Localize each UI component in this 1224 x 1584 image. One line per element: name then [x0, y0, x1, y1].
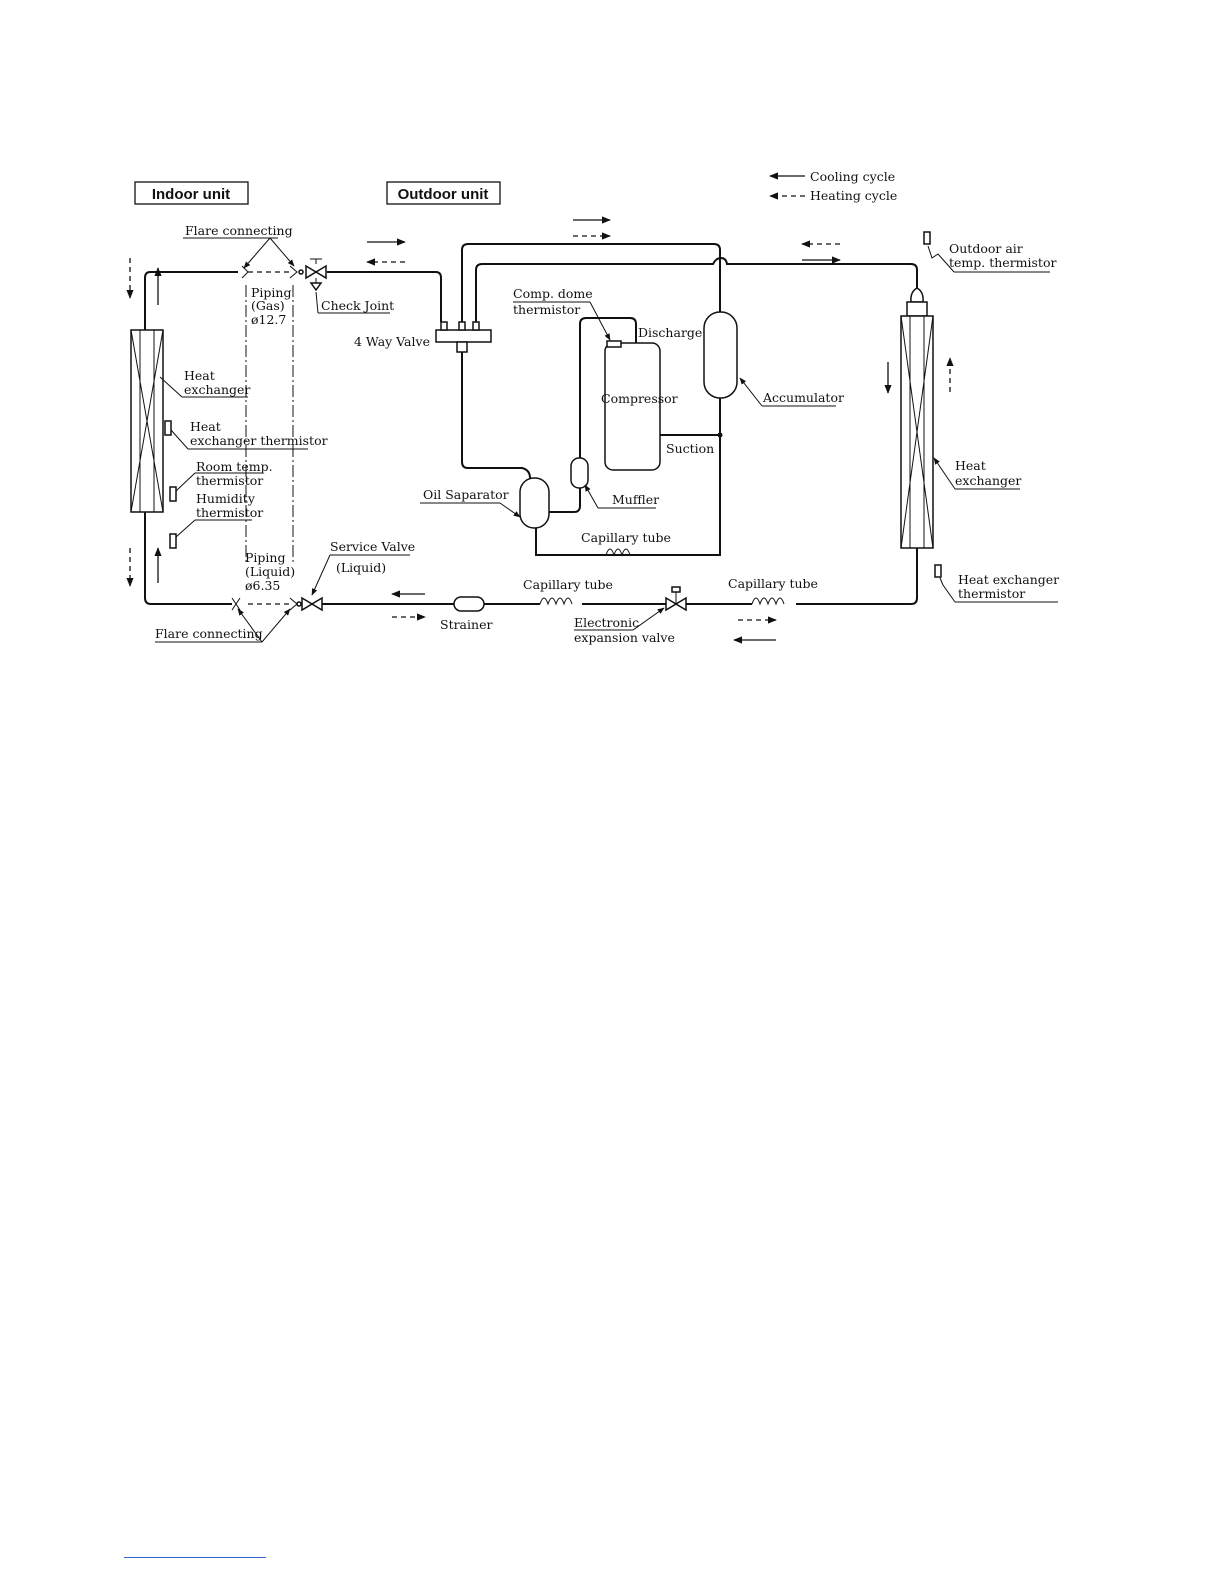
- svg-text:Indoor unit: Indoor unit: [152, 186, 230, 203]
- oil-separator-label: Oil Saparator: [423, 487, 509, 502]
- indoor-hx-label-2: exchanger: [184, 382, 250, 397]
- check-joint-label: Check Joint: [321, 298, 394, 313]
- legend-heating-label: Heating cycle: [810, 188, 897, 203]
- compressor: [604, 342, 661, 471]
- piping-gas-label-3: ø12.7: [251, 312, 286, 327]
- outdoor-air-thermistor-sensor: [923, 231, 931, 245]
- service-valve-label-1: Service Valve: [330, 539, 415, 554]
- compressor-label: Compressor: [601, 391, 678, 406]
- svg-text:Outdoor unit: Outdoor unit: [398, 186, 489, 203]
- outdoor-top-pipe: [461, 243, 721, 322]
- comp-dome-label-1: Comp. dome: [513, 286, 593, 301]
- flare-liquid-indoor: [231, 597, 241, 611]
- outdoor-hx-thermistor-sensor: [934, 564, 942, 578]
- indoor-heat-exchanger: [130, 329, 164, 513]
- electronic-valve-label-2: expansion valve: [574, 630, 675, 645]
- flow-arrows: [126, 216, 954, 644]
- indoor-hx-label-1: Heat: [184, 368, 215, 383]
- leader-lines: [155, 237, 1058, 643]
- check-joint: [309, 282, 323, 292]
- muffler-label: Muffler: [612, 492, 659, 507]
- room-temp-label-1: Room temp.: [196, 459, 273, 474]
- humidity-label-2: thermistor: [196, 505, 263, 520]
- footer-rule: [124, 1557, 266, 1558]
- outdoor-air-label-2: temp. thermistor: [949, 255, 1056, 270]
- piping-liquid-label-2: (Liquid): [245, 564, 295, 579]
- capillary-tube-left-label: Capillary tube: [523, 577, 613, 592]
- flare-connecting-top-label: Flare connecting: [185, 223, 293, 238]
- muffler: [570, 457, 589, 489]
- strainer: [453, 596, 485, 612]
- service-valve-label-2: (Liquid): [336, 560, 386, 575]
- piping-liquid-label-3: ø6.35: [245, 578, 280, 593]
- indoor-unit-title: Indoor unit: [134, 181, 249, 205]
- service-valve-liquid: [289, 596, 323, 612]
- liquid-line: [322, 548, 918, 605]
- indoor-hx-thermistor-sensor: [164, 420, 172, 436]
- accumulator-label: Accumulator: [762, 390, 844, 405]
- oil-separator: [519, 477, 550, 529]
- piping-liquid-label-1: Piping: [245, 550, 285, 565]
- humidity-thermistor-sensor: [169, 533, 177, 549]
- outdoor-heat-exchanger: [900, 287, 934, 549]
- indoor-hx-thermistor-label-2: exchanger thermistor: [190, 433, 328, 448]
- capillary-tube-right-label: Capillary tube: [728, 576, 818, 591]
- capillary-tube-mid: [605, 548, 631, 557]
- capillary-tube-right: [751, 597, 785, 606]
- outdoor-hx-label-1: Heat: [955, 458, 986, 473]
- discharge-label: Discharge: [638, 325, 702, 340]
- accumulator: [703, 311, 738, 399]
- outdoor-hx-thermistor-label-2: thermistor: [958, 586, 1025, 601]
- electronic-expansion-valve: [665, 586, 687, 612]
- flare-gas-indoor: [241, 265, 249, 279]
- suction-label: Suction: [666, 441, 714, 456]
- humidity-label-1: Humidity: [196, 491, 256, 506]
- four-way-valve-label: 4 Way Valve: [354, 334, 430, 349]
- flare-connecting-bottom-label: Flare connecting: [155, 626, 263, 641]
- electronic-valve-label-1: Electronic: [574, 615, 639, 630]
- indoor-hx-thermistor-label-1: Heat: [190, 419, 221, 434]
- gas-line: [327, 271, 442, 322]
- outdoor-hx-thermistor-label-1: Heat exchanger: [958, 572, 1059, 587]
- legend: Cooling cycle Heating cycle: [769, 169, 897, 203]
- outdoor-unit-title: Outdoor unit: [386, 181, 501, 205]
- outdoor-air-label-1: Outdoor air: [949, 241, 1023, 256]
- room-temp-thermistor-sensor: [169, 486, 177, 502]
- gas-valve: [289, 258, 327, 292]
- room-temp-label-2: thermistor: [196, 473, 263, 488]
- four-way-valve: [435, 321, 492, 353]
- outdoor-hx-label-2: exchanger: [955, 473, 1021, 488]
- piping-gas-label-1: Piping: [251, 285, 291, 300]
- capillary-tube-mid-label: Capillary tube: [581, 530, 671, 545]
- legend-cooling-label: Cooling cycle: [810, 169, 895, 184]
- strainer-label: Strainer: [440, 617, 492, 632]
- capillary-tube-left: [539, 597, 573, 606]
- comp-dome-label-2: thermistor: [513, 302, 580, 317]
- piping-gas-label-2: (Gas): [251, 298, 285, 313]
- indoor-pipe-loop: [144, 271, 238, 605]
